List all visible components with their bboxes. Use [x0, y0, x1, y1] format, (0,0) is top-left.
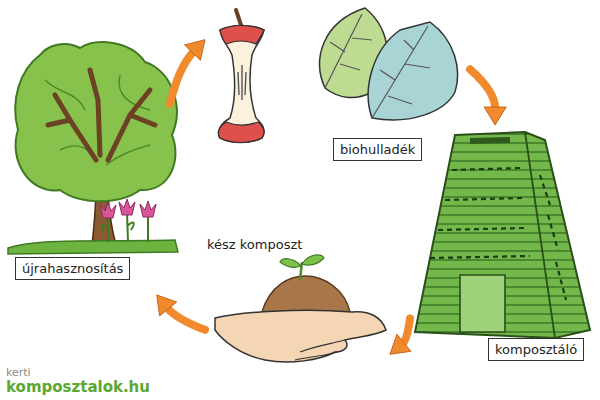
cycle-arrow	[470, 69, 506, 125]
cycle-stage: biohulladék	[205, 5, 470, 170]
compost-bin-drawing	[415, 132, 590, 338]
apple-core-drawing	[218, 10, 264, 143]
stage-label: komposztáló	[488, 338, 584, 361]
stage-label: kész komposzt	[205, 236, 304, 253]
tree-drawing	[8, 42, 178, 254]
watermark: kerti	[6, 366, 31, 379]
cycle-arrow	[157, 295, 205, 330]
cycle-stage: komposztáló	[410, 125, 595, 370]
stage-label: biohulladék	[333, 138, 422, 161]
cycle-arrow	[390, 319, 411, 355]
watermark: komposztalok.hu	[6, 378, 150, 396]
cycle-arrow	[170, 40, 205, 104]
cycle-stage: kész komposzt	[205, 232, 390, 395]
hand-compost-drawing	[215, 255, 386, 362]
cycle-stage: újrahasznosítás	[5, 40, 170, 295]
stage-label: újrahasznosítás	[15, 257, 130, 280]
leaves-drawing	[320, 8, 458, 120]
